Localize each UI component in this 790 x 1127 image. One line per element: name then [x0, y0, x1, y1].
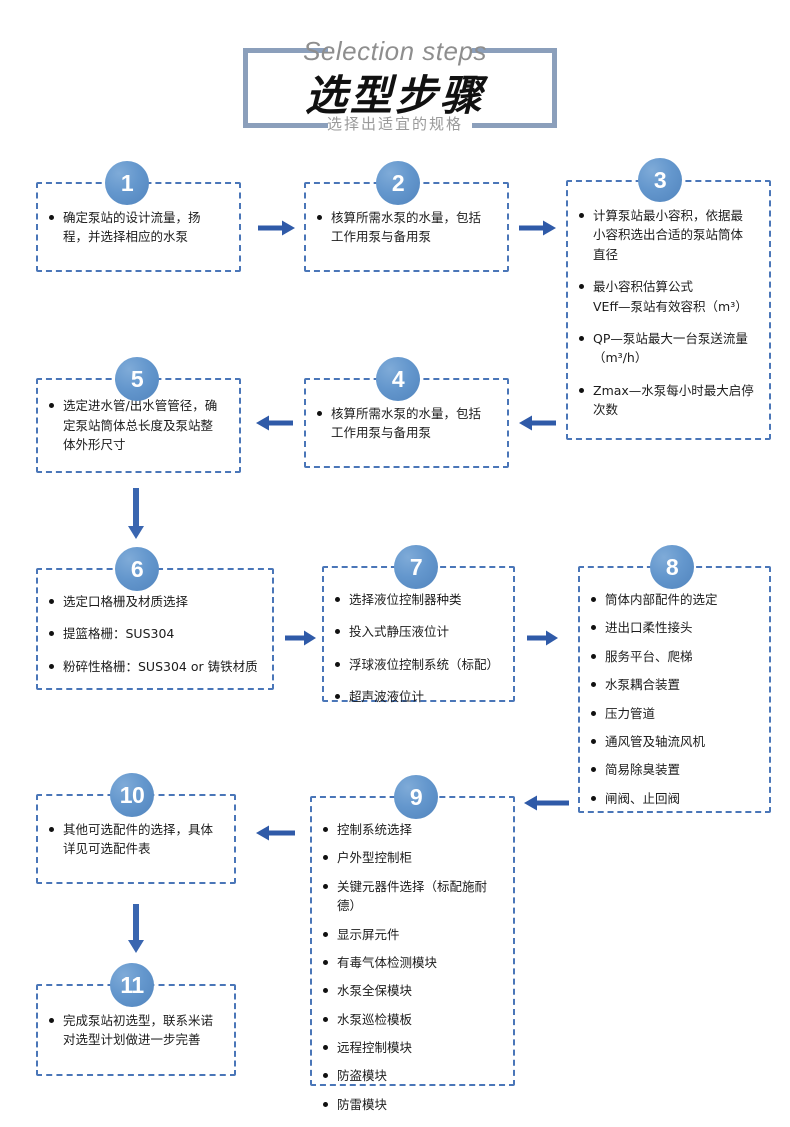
list-item: 选定进水管/出水管管径，确定泵站筒体总长度及泵站整体外形尺寸	[48, 396, 225, 454]
step-5-list: 选定进水管/出水管管径，确定泵站筒体总长度及泵站整体外形尺寸	[48, 396, 225, 454]
list-item: 关键元器件选择（标配施耐德）	[322, 877, 499, 916]
step-box-2[interactable]: 核算所需水泵的水量，包括工作用泵与备用泵	[304, 182, 509, 272]
list-item: 核算所需水泵的水量，包括工作用泵与备用泵	[316, 404, 493, 443]
header-frame-left-bracket	[243, 48, 328, 128]
list-item: 计算泵站最小容积，依据最小容积选出合适的泵站筒体直径	[578, 206, 755, 264]
step-badge-6: 6	[115, 547, 159, 591]
list-item: 防盗模块	[322, 1066, 499, 1085]
step-badge-9: 9	[394, 775, 438, 819]
page-header: Selection steps 选型步骤 选择出适宜的规格	[0, 0, 790, 150]
step-6-list: 选定口格栅及材质选择 提篮格栅：SUS304 粉碎性格栅：SUS304 or 铸…	[48, 592, 258, 676]
list-item: 压力管道	[590, 704, 755, 723]
arrow-4-to-5	[256, 415, 294, 431]
step-badge-1: 1	[105, 161, 149, 205]
step-badge-7: 7	[394, 545, 438, 589]
page-title: 选型步骤	[304, 71, 485, 120]
list-item: 水泵巡检模板	[322, 1010, 499, 1029]
step-9-list: 控制系统选择 户外型控制柜 关键元器件选择（标配施耐德） 显示屏元件 有毒气体检…	[322, 820, 499, 1114]
step-10-list: 其他可选配件的选择，具体详见可选配件表	[48, 820, 220, 859]
arrow-5-to-6	[128, 488, 144, 540]
list-item: 其他可选配件的选择，具体详见可选配件表	[48, 820, 220, 859]
step-badge-2: 2	[376, 161, 420, 205]
list-item: 最小容积估算公式 VEff—泵站有效容积（m³）	[578, 277, 755, 316]
step-badge-5: 5	[115, 357, 159, 401]
list-item: 简易除臭装置	[590, 760, 755, 779]
list-item: 完成泵站初选型，联系米诺对选型计划做进一步完善	[48, 1011, 220, 1050]
list-item: QP—泵站最大一台泵送流量（m³/h）	[578, 329, 755, 368]
step-box-10[interactable]: 其他可选配件的选择，具体详见可选配件表	[36, 794, 236, 884]
step-box-8[interactable]: 筒体内部配件的选定 进出口柔性接头 服务平台、爬梯 水泵耦合装置 压力管道 通风…	[578, 566, 771, 813]
list-item: 远程控制模块	[322, 1038, 499, 1057]
page-subtitle: 选择出适宜的规格	[326, 116, 463, 133]
list-item: 控制系统选择	[322, 820, 499, 839]
arrow-7-to-8	[527, 630, 559, 646]
list-item: 户外型控制柜	[322, 848, 499, 867]
list-item: 浮球液位控制系统（标配）	[334, 655, 499, 674]
list-item: 选定口格栅及材质选择	[48, 592, 258, 611]
step-2-list: 核算所需水泵的水量，包括工作用泵与备用泵	[316, 208, 493, 247]
list-item: 服务平台、爬梯	[590, 647, 755, 666]
step-box-6[interactable]: 选定口格栅及材质选择 提篮格栅：SUS304 粉碎性格栅：SUS304 or 铸…	[36, 568, 274, 690]
step-8-list: 筒体内部配件的选定 进出口柔性接头 服务平台、爬梯 水泵耦合装置 压力管道 通风…	[590, 590, 755, 808]
arrow-3-to-4	[519, 415, 557, 431]
step-7-list: 选择液位控制器种类 投入式静压液位计 浮球液位控制系统（标配） 超声波液位计	[334, 590, 499, 707]
step-badge-11: 11	[110, 963, 154, 1007]
step-badge-4: 4	[376, 357, 420, 401]
list-item: 有毒气体检测模块	[322, 953, 499, 972]
list-item: 核算所需水泵的水量，包括工作用泵与备用泵	[316, 208, 493, 247]
list-item: 水泵全保模块	[322, 981, 499, 1000]
list-item: 通风管及轴流风机	[590, 732, 755, 751]
list-item: 超声波液位计	[334, 687, 499, 706]
step-box-9[interactable]: 控制系统选择 户外型控制柜 关键元器件选择（标配施耐德） 显示屏元件 有毒气体检…	[310, 796, 515, 1112]
step-3-list: 计算泵站最小容积，依据最小容积选出合适的泵站筒体直径 最小容积估算公式 VEff…	[578, 206, 755, 419]
arrow-9-to-10	[256, 825, 296, 841]
step-box-3[interactable]: 计算泵站最小容积，依据最小容积选出合适的泵站筒体直径 最小容积估算公式 VEff…	[566, 180, 771, 440]
list-item: 防雷模块	[322, 1095, 499, 1114]
list-item: 筒体内部配件的选定	[590, 590, 755, 609]
step-1-list: 确定泵站的设计流量，扬程，并选择相应的水泵	[48, 208, 225, 247]
list-item: 粉碎性格栅：SUS304 or 铸铁材质	[48, 657, 258, 676]
header-frame-right-bracket	[472, 48, 557, 128]
list-item: 显示屏元件	[322, 925, 499, 944]
list-item: 提篮格栅：SUS304	[48, 624, 258, 643]
title-english: Selection steps	[303, 36, 487, 66]
arrow-1-to-2	[258, 220, 296, 236]
list-item: 闸阀、止回阀	[590, 789, 755, 808]
step-11-list: 完成泵站初选型，联系米诺对选型计划做进一步完善	[48, 1011, 220, 1050]
arrow-10-to-11	[128, 904, 144, 954]
list-item: 进出口柔性接头	[590, 618, 755, 637]
arrow-6-to-7	[285, 630, 317, 646]
step-badge-10: 10	[110, 773, 154, 817]
list-item: 水泵耦合装置	[590, 675, 755, 694]
arrow-2-to-3	[519, 220, 557, 236]
arrow-8-to-9	[524, 795, 570, 811]
list-item: 选择液位控制器种类	[334, 590, 499, 609]
step-badge-8: 8	[650, 545, 694, 589]
list-item: 投入式静压液位计	[334, 622, 499, 641]
step-box-4[interactable]: 核算所需水泵的水量，包括工作用泵与备用泵	[304, 378, 509, 468]
step-4-list: 核算所需水泵的水量，包括工作用泵与备用泵	[316, 404, 493, 443]
step-badge-3: 3	[638, 158, 682, 202]
list-item: 确定泵站的设计流量，扬程，并选择相应的水泵	[48, 208, 225, 247]
list-item: Zmax—水泵每小时最大启停次数	[578, 381, 755, 420]
